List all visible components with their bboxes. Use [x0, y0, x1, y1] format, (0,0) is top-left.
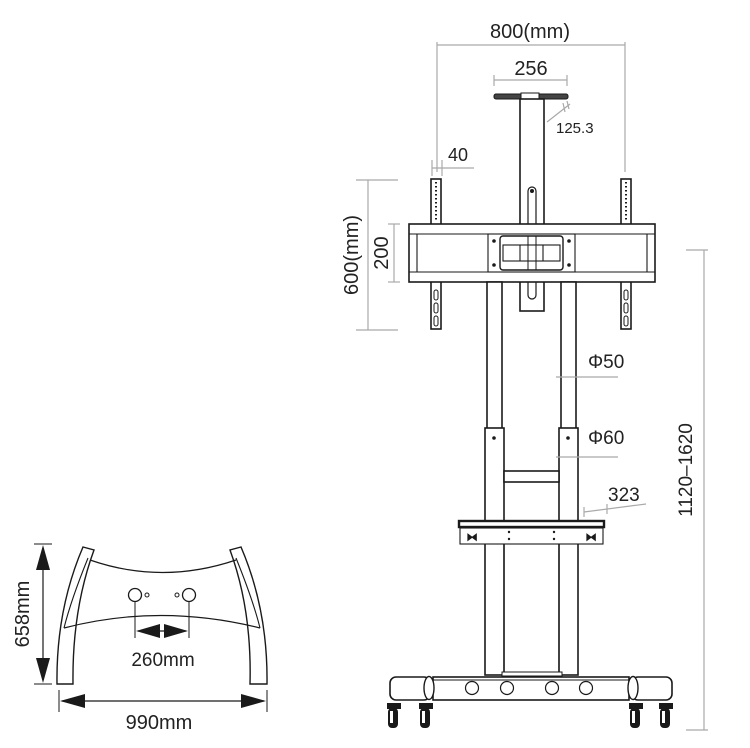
- pole-spacing-label: 260mm: [131, 650, 194, 671]
- front-view: 800(mm) 256 125.3: [341, 21, 708, 731]
- shelf-depth-label: 323: [608, 485, 640, 506]
- base-beam: [389, 675, 673, 701]
- base-width-dimension: 990mm: [58, 690, 268, 734]
- upper-pole-diameter-dimension: Φ50: [556, 352, 624, 378]
- top-plate: [493, 92, 569, 100]
- right-base-leg: [229, 546, 268, 685]
- left-base-leg: [56, 546, 95, 685]
- upper-pole-diameter-label: Φ50: [588, 352, 624, 373]
- base-center-plate: [63, 559, 261, 629]
- bracket-arm-width-label: 40: [448, 145, 468, 165]
- overall-width-label: 800(mm): [490, 21, 570, 43]
- crossbar-height-label: 200: [371, 236, 393, 269]
- svg-text:⧓: ⧓: [585, 530, 597, 544]
- casters: [387, 703, 673, 728]
- bracket-height-label: 600(mm): [341, 215, 363, 295]
- pole-spacing-dimension: 260mm: [131, 601, 195, 671]
- shelf-depth-dimension: 323: [583, 485, 647, 517]
- crossbar-frame: [408, 223, 656, 283]
- lower-poles: [484, 427, 579, 676]
- svg-text:⧓: ⧓: [466, 530, 478, 544]
- top-plate-width-label: 256: [514, 58, 547, 80]
- lower-inner-column: [501, 544, 563, 677]
- top-plate-depth-label: 125.3: [556, 120, 594, 137]
- caster-wheel: [659, 703, 673, 728]
- lower-pole-diameter-label: Φ60: [588, 428, 624, 449]
- lower-pole-diameter-dimension: Φ60: [556, 428, 624, 458]
- total-height-label: 1120–1620: [676, 423, 697, 517]
- caster-wheel: [419, 703, 433, 728]
- base-depth-dimension: 658mm: [12, 543, 52, 685]
- shelf: ⧓ ⧓: [457, 519, 606, 545]
- overall-width-dimension: 800(mm): [436, 21, 626, 172]
- base-depth-label: 658mm: [12, 581, 34, 648]
- total-height-dimension: 1120–1620: [676, 249, 708, 731]
- bracket-height-dimension: 600(mm): [341, 179, 398, 331]
- caster-wheel: [629, 703, 643, 728]
- bracket-arm-width-dimension: 40: [431, 145, 474, 176]
- base-width-label: 990mm: [126, 712, 193, 734]
- base-view: 658mm 260mm: [12, 543, 268, 734]
- upper-poles: [486, 281, 577, 430]
- top-plate-width-dimension: 256: [493, 58, 568, 86]
- top-plate-depth-dimension: 125.3: [546, 100, 594, 137]
- crossbar-height-dimension: 200: [371, 223, 400, 283]
- caster-wheel: [387, 703, 401, 728]
